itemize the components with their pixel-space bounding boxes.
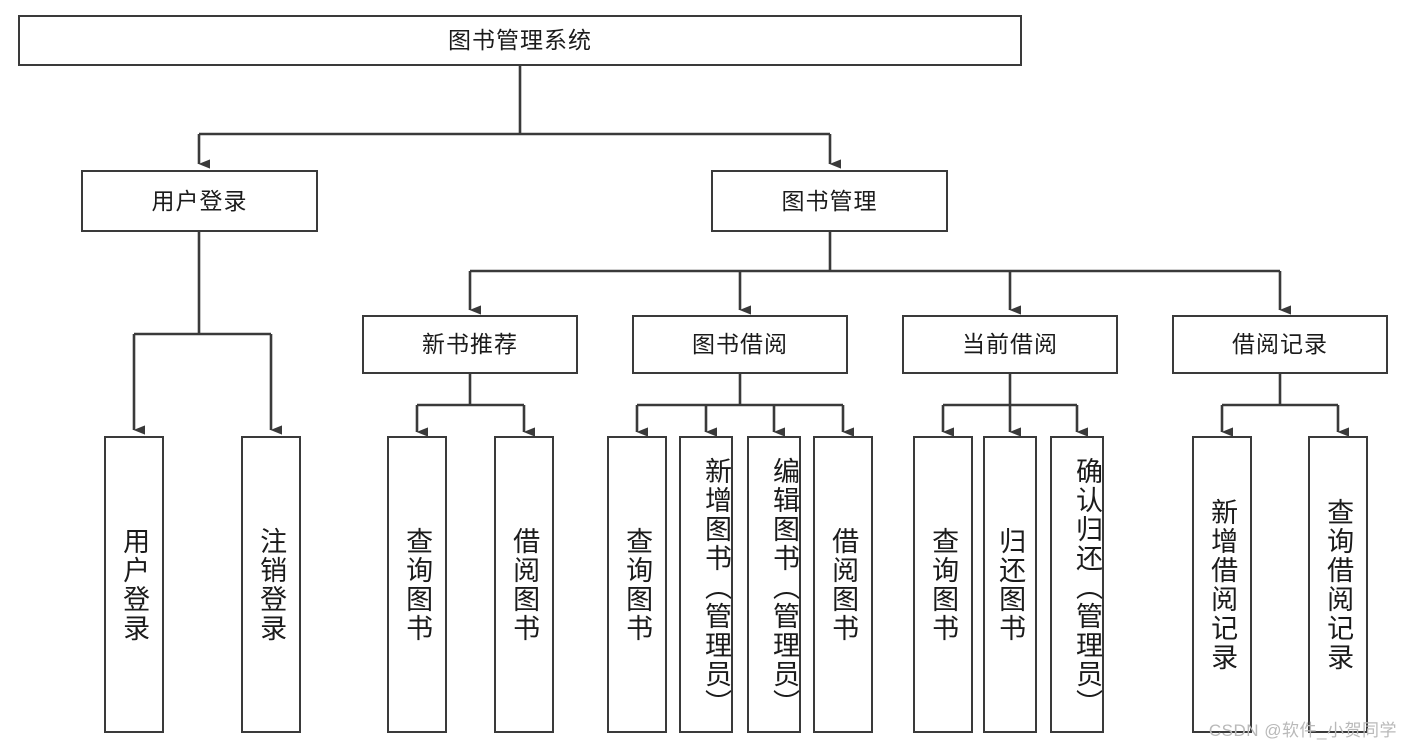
node-label: 新增图书（管理员） [701,457,731,718]
node-label: 借阅图书 [828,526,859,643]
leaf-query-book-borrow[interactable]: 查询图书 [607,436,667,733]
leaf-query-book-recommend[interactable]: 查询图书 [387,436,447,733]
leaf-query-borrow-record[interactable]: 查询借阅记录 [1308,436,1368,733]
node-current-borrow[interactable]: 当前借阅 [902,315,1118,374]
node-label: 图书管理系统 [448,27,592,53]
node-label: 编辑图书（管理员） [769,457,799,718]
node-label: 新增借阅记录 [1207,497,1238,672]
node-label: 查询图书 [622,526,653,643]
node-label: 确认归还（管理员） [1072,457,1102,718]
leaf-query-book-current[interactable]: 查询图书 [913,436,973,733]
node-root-book-management-system[interactable]: 图书管理系统 [18,15,1022,66]
leaf-user-login[interactable]: 用户登录 [104,436,164,733]
node-label: 归还图书 [995,526,1026,643]
leaf-add-borrow-record[interactable]: 新增借阅记录 [1192,436,1252,733]
node-label: 借阅记录 [1232,331,1328,357]
leaf-borrow-book-recommend[interactable]: 借阅图书 [494,436,554,733]
node-label: 图书管理 [781,187,878,214]
node-new-book-recommend[interactable]: 新书推荐 [362,315,578,374]
node-label: 用户登录 [151,187,248,214]
node-user-login[interactable]: 用户登录 [81,170,318,232]
node-label: 新书推荐 [422,331,518,357]
node-label: 图书借阅 [692,331,788,357]
leaf-return-book[interactable]: 归还图书 [983,436,1037,733]
csdn-watermark: CSDN @软件_小贺同学 [1208,721,1397,740]
node-label: 查询图书 [402,526,433,643]
node-book-management[interactable]: 图书管理 [711,170,948,232]
leaf-logout-login[interactable]: 注销登录 [241,436,301,733]
node-borrow-record[interactable]: 借阅记录 [1172,315,1388,374]
node-label: 查询图书 [928,526,959,643]
node-book-borrow[interactable]: 图书借阅 [632,315,848,374]
leaf-confirm-return-admin[interactable]: 确认归还（管理员） [1050,436,1104,733]
leaf-edit-book-admin[interactable]: 编辑图书（管理员） [747,436,801,733]
node-label: 当前借阅 [962,331,1058,357]
node-label: 借阅图书 [509,526,540,643]
node-label: 用户登录 [119,526,150,643]
leaf-borrow-book[interactable]: 借阅图书 [813,436,873,733]
leaf-add-book-admin[interactable]: 新增图书（管理员） [679,436,733,733]
node-label: 注销登录 [256,526,287,643]
node-label: 查询借阅记录 [1323,497,1354,672]
